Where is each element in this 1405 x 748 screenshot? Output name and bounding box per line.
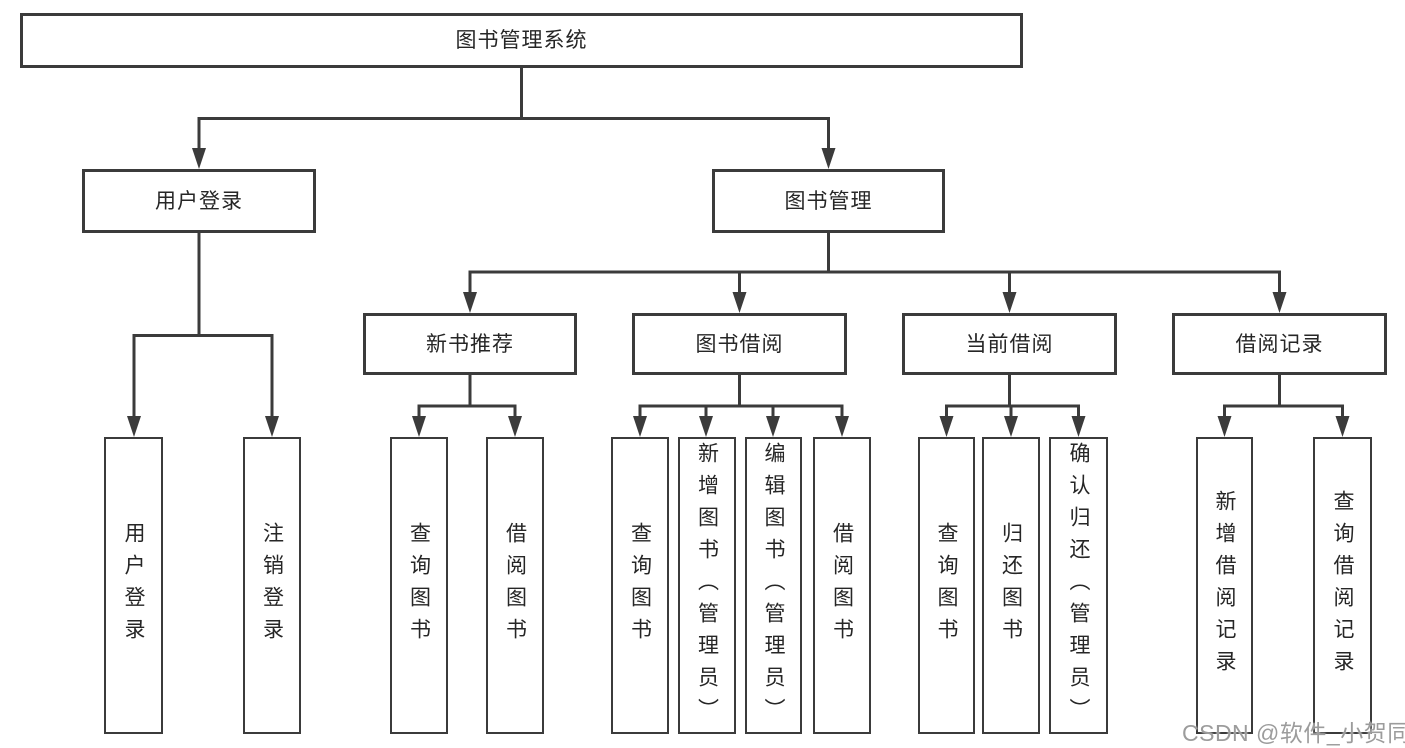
node-borrow-records: 借阅记录 <box>1172 313 1387 375</box>
leaf-borrow-add: 新增图书（管理员） <box>678 437 736 734</box>
leaf-borrow-query: 查询图书 <box>611 437 669 734</box>
leaf-newbooks-query: 查询图书 <box>390 437 448 734</box>
leaf-current-confirm-return: 确认归还（管理员） <box>1049 437 1108 734</box>
node-current-borrow: 当前借阅 <box>902 313 1117 375</box>
leaf-records-query: 查询借阅记录 <box>1313 437 1372 734</box>
node-user-login: 用户登录 <box>82 169 316 233</box>
leaf-newbooks-borrow: 借阅图书 <box>486 437 544 734</box>
leaf-user-login: 用户登录 <box>104 437 163 734</box>
leaf-current-return: 归还图书 <box>982 437 1040 734</box>
leaf-logout: 注销登录 <box>243 437 301 734</box>
watermark-text: CSDN @软件_小贺同 <box>1182 720 1405 746</box>
leaf-records-add: 新增借阅记录 <box>1196 437 1253 734</box>
leaf-current-query: 查询图书 <box>918 437 975 734</box>
csdn-watermark: CSDN @软件_小贺同学 <box>1182 714 1405 748</box>
node-book-management: 图书管理 <box>712 169 945 233</box>
leaf-borrow-borrow: 借阅图书 <box>813 437 871 734</box>
node-book-borrow: 图书借阅 <box>632 313 847 375</box>
leaf-borrow-edit: 编辑图书（管理员） <box>745 437 802 734</box>
node-new-book-recommend: 新书推荐 <box>363 313 577 375</box>
node-root: 图书管理系统 <box>20 13 1023 68</box>
